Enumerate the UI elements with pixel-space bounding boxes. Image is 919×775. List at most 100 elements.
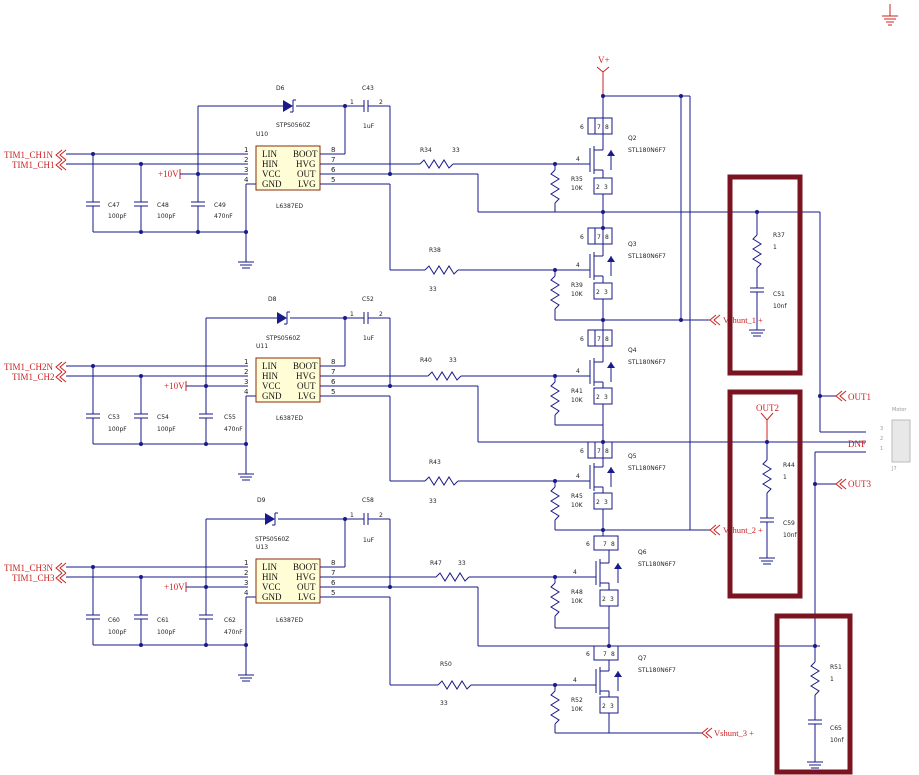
- net-label-tim1-ch3: TIM1_CH3: [12, 573, 55, 583]
- svg-text:2: 2: [596, 289, 600, 296]
- svg-text:6: 6: [580, 336, 584, 343]
- ground-symbol-top-right: [882, 4, 898, 26]
- svg-text:C54: C54: [157, 414, 169, 421]
- svg-text:1: 1: [350, 99, 354, 106]
- svg-text:R52: R52: [571, 697, 583, 704]
- net-label-out3: OUT3: [848, 479, 871, 489]
- svg-text:8: 8: [331, 146, 335, 154]
- svg-text:100pF: 100pF: [108, 426, 127, 433]
- svg-text:STL180N6F7: STL180N6F7: [628, 147, 666, 154]
- svg-text:C61: C61: [157, 617, 169, 624]
- net-label-dnf: DNF: [848, 439, 866, 449]
- svg-text:6: 6: [580, 124, 584, 131]
- svg-text:4: 4: [576, 473, 580, 480]
- svg-text:1: 1: [350, 512, 354, 519]
- svg-text:R41: R41: [571, 388, 583, 395]
- image-artifact: [0, 0, 46, 60]
- svg-text:J7: J7: [891, 466, 897, 472]
- svg-text:4: 4: [576, 156, 580, 163]
- svg-text:7: 7: [603, 651, 607, 658]
- svg-text:4: 4: [576, 262, 580, 269]
- svg-text:2: 2: [602, 596, 606, 603]
- svg-text:R48: R48: [571, 589, 583, 596]
- svg-text:C58: C58: [362, 497, 374, 504]
- svg-text:D9: D9: [257, 497, 266, 504]
- net-flag-icon: [55, 159, 67, 171]
- svg-text:33: 33: [440, 700, 448, 707]
- snubber-3: R51 1 C65 10nf: [807, 646, 844, 769]
- svg-text:7: 7: [597, 124, 601, 131]
- net-flag-icon: [55, 562, 67, 574]
- svg-text:R34: R34: [420, 147, 432, 154]
- svg-text:VCC: VCC: [262, 582, 281, 592]
- svg-text:HVG: HVG: [296, 371, 316, 381]
- svg-text:Q3: Q3: [628, 241, 637, 248]
- highlight-box-snubber-1: [727, 174, 803, 376]
- svg-text:GND: GND: [262, 391, 282, 401]
- svg-text:R44: R44: [783, 462, 795, 469]
- svg-text:OUT: OUT: [297, 381, 316, 391]
- motor-connector: OUT1 OUT3 DNF Motor J7 3 2 1: [813, 212, 911, 648]
- svg-text:6: 6: [331, 579, 336, 587]
- svg-text:4: 4: [576, 368, 580, 375]
- driver-stage-3: TIM1_CH3N TIM1_CH3 C60 100pF C61 100pF C…: [4, 497, 820, 707]
- svg-text:4: 4: [244, 176, 249, 184]
- svg-text:7: 7: [597, 336, 601, 343]
- svg-text:2: 2: [602, 703, 606, 710]
- svg-text:L6387ED: L6387ED: [276, 203, 303, 210]
- svg-text:Q5: Q5: [628, 453, 637, 460]
- snubber-2: OUT2 R44 1 C59 10nf: [756, 403, 797, 565]
- svg-text:STPS0560Z: STPS0560Z: [266, 335, 300, 342]
- svg-text:LVG: LVG: [298, 592, 316, 602]
- svg-text:100pF: 100pF: [108, 213, 127, 220]
- svg-text:10K: 10K: [571, 397, 584, 404]
- net-label-vshunt2: Vshunt_2 +: [723, 525, 763, 535]
- svg-text:2: 2: [596, 394, 600, 401]
- svg-text:1: 1: [350, 311, 354, 318]
- net-label-10v: +10V: [158, 169, 179, 179]
- svg-text:10nf: 10nf: [773, 303, 787, 310]
- svg-text:3: 3: [880, 426, 883, 432]
- svg-text:V+: V+: [598, 55, 610, 65]
- svg-text:Q6: Q6: [638, 549, 647, 556]
- svg-text:10K: 10K: [571, 502, 584, 509]
- svg-text:2: 2: [880, 436, 883, 442]
- gate-driver-chip: [255, 357, 321, 403]
- svg-text:BOOT: BOOT: [293, 361, 318, 371]
- svg-text:2: 2: [244, 368, 248, 376]
- net-label-vshunt3: Vshunt_3 +: [714, 728, 754, 738]
- vshunt-labels: Vshunt_1 + Vshunt_2 + Vshunt_3 +: [603, 314, 763, 739]
- svg-text:100pF: 100pF: [157, 213, 176, 220]
- svg-text:10K: 10K: [571, 291, 584, 298]
- svg-text:Q7: Q7: [638, 655, 647, 662]
- svg-text:STPS0560Z: STPS0560Z: [276, 122, 310, 129]
- svg-text:3: 3: [604, 184, 608, 191]
- net-flag-icon: [55, 149, 67, 161]
- svg-text:33: 33: [429, 498, 437, 505]
- net-label-tim1-ch1: TIM1_CH1: [12, 160, 55, 170]
- svg-text:6: 6: [580, 448, 584, 455]
- svg-text:3: 3: [244, 579, 248, 587]
- svg-text:C60: C60: [108, 617, 120, 624]
- net-flag-icon: [55, 361, 67, 373]
- svg-text:8: 8: [605, 448, 609, 455]
- svg-text:C59: C59: [783, 520, 795, 527]
- svg-text:33: 33: [449, 357, 457, 364]
- svg-text:8: 8: [611, 541, 615, 548]
- svg-text:10K: 10K: [571, 598, 584, 605]
- svg-text:8: 8: [611, 651, 615, 658]
- svg-text:R43: R43: [429, 459, 441, 466]
- driver-stage-1: TIM1_CH1N TIM1_CH1 C47 100pF C48 100pF C…: [4, 85, 820, 293]
- snubber-1: R37 1 C51 10nf: [749, 210, 787, 337]
- net-label-tim1-ch2: TIM1_CH2: [12, 372, 55, 382]
- svg-text:C43: C43: [362, 85, 374, 92]
- net-label-10v: +10V: [164, 381, 185, 391]
- svg-text:U13: U13: [256, 544, 268, 551]
- svg-text:33: 33: [452, 147, 460, 154]
- svg-text:470nF: 470nF: [224, 426, 243, 433]
- gate-pulldown-resistors: R35 10K R39 10K R41 10K R45 1: [550, 162, 702, 734]
- net-label-vshunt1: Vshunt_1 +: [723, 315, 763, 325]
- gate-driver-chip: [255, 558, 321, 604]
